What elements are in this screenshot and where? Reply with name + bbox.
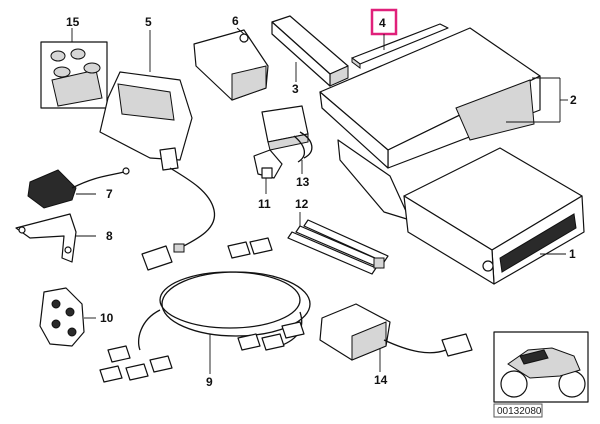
harness-conn-right-c	[281, 321, 305, 339]
part-3-foam-strip[interactable]	[271, 15, 349, 87]
label-11: 11	[258, 197, 271, 211]
grommet-pin-d	[67, 327, 77, 337]
part-15-fastener-kit[interactable]	[40, 28, 108, 109]
fastener-b	[70, 48, 86, 60]
display-connector	[141, 245, 173, 271]
diagram-id-box	[493, 403, 543, 418]
harness-loop-b	[161, 271, 311, 337]
harness-conn-top-a	[227, 241, 251, 259]
part-10-grommet[interactable]	[39, 287, 96, 347]
module-14-face	[351, 321, 387, 361]
label-8: 8	[106, 229, 113, 243]
sensor-plug	[122, 167, 130, 175]
fuse-body	[253, 149, 283, 179]
bracket-shape	[15, 213, 77, 263]
grommet-body	[39, 287, 85, 347]
display-cable-line	[169, 167, 216, 251]
inset-rear-wheel	[500, 370, 528, 398]
module-14-plug	[441, 333, 473, 357]
unit-slot	[499, 213, 577, 273]
harness-branch-left	[137, 309, 161, 351]
harness-conn-left-a	[107, 345, 131, 363]
tie-head	[373, 257, 385, 269]
label-9: 9	[206, 375, 213, 389]
label-13: 13	[296, 175, 310, 189]
relay-wire-b	[293, 135, 305, 163]
harness-loop-a	[159, 271, 301, 329]
leader-6	[236, 27, 245, 35]
diagram-id: 00132080	[497, 406, 542, 417]
part-13-relay-module[interactable]	[261, 105, 313, 174]
label-3: 3	[292, 82, 299, 96]
label-14: 14	[374, 373, 388, 387]
harness-conn-right-a	[237, 333, 261, 351]
grommet-pin-c	[51, 319, 61, 329]
part-8-mounting-bracket[interactable]	[15, 213, 96, 263]
fuse-leg	[261, 167, 273, 179]
display-screen	[117, 83, 175, 121]
label-4: 4	[379, 16, 386, 30]
tray-side	[319, 91, 389, 169]
strip-side	[271, 21, 331, 87]
module-mount-hole	[239, 33, 249, 43]
unit-side	[403, 195, 495, 285]
display-cable	[141, 167, 216, 271]
fastener-d	[83, 62, 101, 74]
tray-lower-flange	[337, 139, 411, 221]
fastener-c	[53, 66, 71, 78]
label-10: 10	[100, 311, 114, 325]
part-2-bracket-tray[interactable]	[319, 27, 568, 221]
part-4-highlighted-strip[interactable]	[351, 8, 449, 69]
grommet-pin-b	[65, 307, 75, 317]
sensor-body	[27, 169, 77, 209]
harness-conn-left-c	[125, 363, 149, 381]
label-1: 1	[569, 247, 576, 261]
harness-conn-right-b	[261, 333, 285, 351]
part-7-sensor[interactable]	[27, 167, 130, 209]
part-6-control-module[interactable]	[193, 27, 269, 101]
fastener-a	[50, 50, 66, 62]
part-1-main-unit[interactable]	[403, 147, 585, 285]
inset-case	[519, 349, 549, 365]
label-2: 2	[570, 93, 577, 107]
display-connector-boot	[173, 243, 185, 253]
display-stem	[159, 147, 179, 171]
part-9-wiring-harness[interactable]	[99, 237, 311, 383]
bracket-hole-a	[18, 226, 26, 234]
harness-conn-left-b	[99, 365, 123, 383]
part-14-module[interactable]	[319, 303, 473, 372]
tray-inner-wall	[455, 79, 535, 141]
part-12-cable-ties[interactable]	[287, 212, 389, 275]
harness-conn-top-b	[249, 237, 273, 255]
module-connector-face	[231, 65, 267, 101]
harness-conn-left-d	[149, 355, 173, 373]
relay-wire-a	[299, 131, 313, 159]
label-5: 5	[145, 15, 152, 29]
unit-button	[482, 260, 494, 272]
part-11-fuse[interactable]	[253, 149, 283, 194]
strip-4-end	[351, 57, 361, 69]
label-7: 7	[106, 187, 113, 201]
label-6: 6	[232, 14, 239, 28]
sensor-cable	[71, 171, 125, 189]
kit-pad	[51, 69, 103, 107]
tie-a	[287, 231, 377, 275]
grommet-pin-a	[51, 299, 61, 309]
motorcycle-inset: 00132080	[493, 331, 589, 418]
label-12: 12	[295, 197, 309, 211]
part-5-display-unit[interactable]	[99, 30, 193, 171]
bracket-hole-b	[64, 246, 72, 254]
module-14-lead	[383, 339, 447, 354]
label-15: 15	[66, 15, 80, 29]
